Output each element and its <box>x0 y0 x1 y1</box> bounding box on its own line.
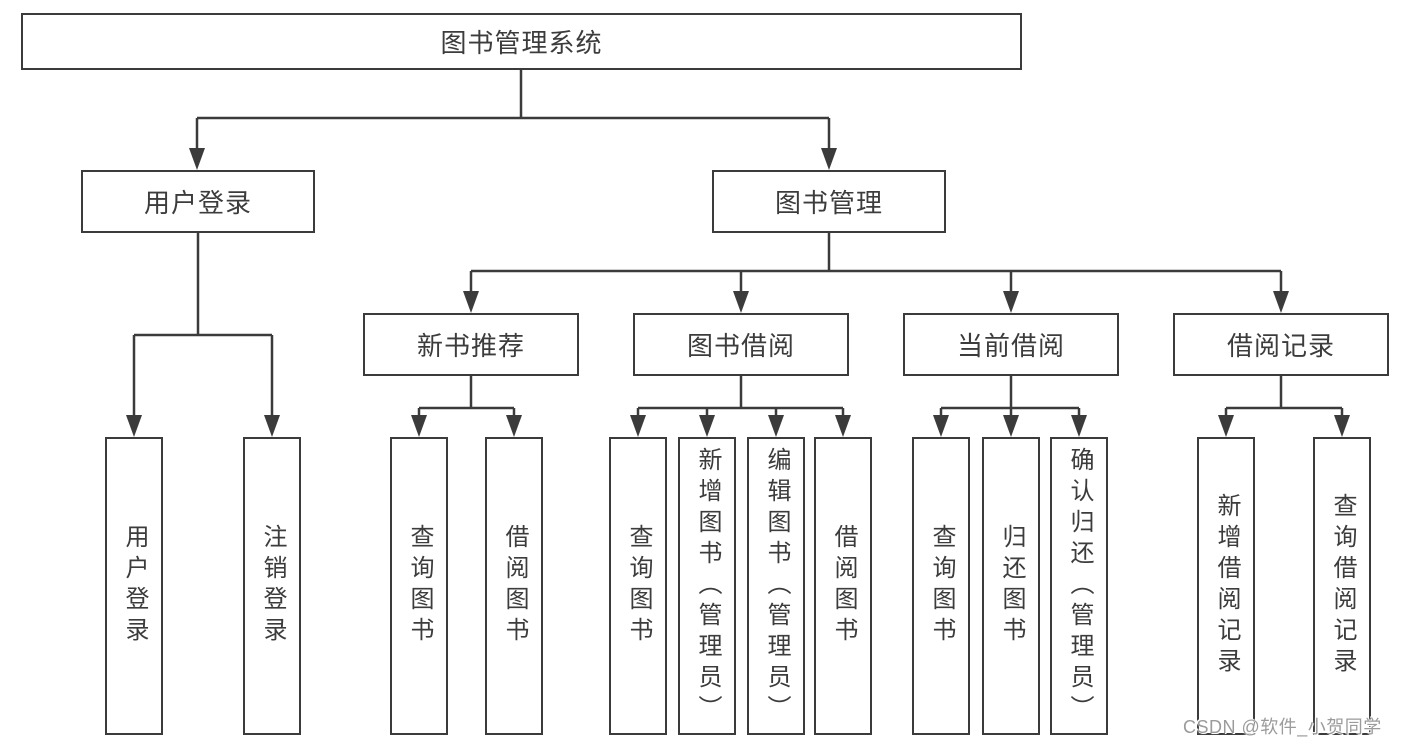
arrow-down-icon <box>733 291 749 313</box>
leaf-query-book-borrow: 查询图书 <box>609 437 667 735</box>
leaf-query-borrow-record: 查询借阅记录 <box>1313 437 1371 735</box>
leaf-user-login: 用户登录 <box>105 437 163 735</box>
leaf-add-book-admin: 新增图书（管理员） <box>678 437 736 735</box>
leaf-label: 借阅图书 <box>501 524 528 648</box>
leaf-label: 新增借阅记录 <box>1213 493 1240 679</box>
arrow-down-icon <box>463 291 479 313</box>
node-book-management: 图书管理 <box>712 170 946 233</box>
arrow-down-icon <box>506 415 522 437</box>
node-user-login: 用户登录 <box>81 170 315 233</box>
leaf-label: 编辑图书（管理员） <box>763 446 790 726</box>
leaf-label: 新增图书（管理员） <box>694 446 721 726</box>
arrowheads <box>126 148 1350 437</box>
node-book-borrow: 图书借阅 <box>633 313 849 376</box>
leaf-query-book-current: 查询图书 <box>912 437 970 735</box>
arrow-down-icon <box>821 148 837 170</box>
arrow-down-icon <box>1003 415 1019 437</box>
leaf-add-borrow-record: 新增借阅记录 <box>1197 437 1255 735</box>
leaf-borrow-book-recommend: 借阅图书 <box>485 437 543 735</box>
leaf-label: 归还图书 <box>998 524 1025 648</box>
arrow-down-icon <box>126 415 142 437</box>
node-root: 图书管理系统 <box>21 13 1022 70</box>
node-borrow-records: 借阅记录 <box>1173 313 1389 376</box>
leaf-edit-book-admin: 编辑图书（管理员） <box>747 437 805 735</box>
leaf-label: 确认归还（管理员） <box>1066 446 1093 726</box>
leaf-label: 借阅图书 <box>830 524 857 648</box>
arrow-down-icon <box>189 148 205 170</box>
leaf-label: 查询图书 <box>625 524 652 648</box>
leaf-query-book-recommend: 查询图书 <box>390 437 448 735</box>
leaf-label: 注销登录 <box>259 524 286 648</box>
arrow-down-icon <box>1334 415 1350 437</box>
node-current-borrow: 当前借阅 <box>903 313 1119 376</box>
arrow-down-icon <box>1273 291 1289 313</box>
leaf-label: 查询借阅记录 <box>1329 493 1356 679</box>
leaf-borrow-book: 借阅图书 <box>814 437 872 735</box>
arrow-down-icon <box>699 415 715 437</box>
arrow-down-icon <box>411 415 427 437</box>
leaf-label: 查询图书 <box>928 524 955 648</box>
arrow-down-icon <box>1218 415 1234 437</box>
arrow-down-icon <box>630 415 646 437</box>
watermark: CSDN @软件_小贺同学 <box>1183 717 1382 737</box>
arrow-down-icon <box>1071 415 1087 437</box>
arrow-down-icon <box>264 415 280 437</box>
arrow-down-icon <box>1003 291 1019 313</box>
leaf-confirm-return-admin: 确认归还（管理员） <box>1050 437 1108 735</box>
node-new-book-recommend: 新书推荐 <box>363 313 579 376</box>
leaf-label: 查询图书 <box>406 524 433 648</box>
connector-path <box>132 70 1344 419</box>
arrow-down-icon <box>768 415 784 437</box>
leaf-label: 用户登录 <box>121 524 148 648</box>
arrow-down-icon <box>933 415 949 437</box>
arrow-down-icon <box>835 415 851 437</box>
leaf-logout: 注销登录 <box>243 437 301 735</box>
leaf-return-book: 归还图书 <box>982 437 1040 735</box>
